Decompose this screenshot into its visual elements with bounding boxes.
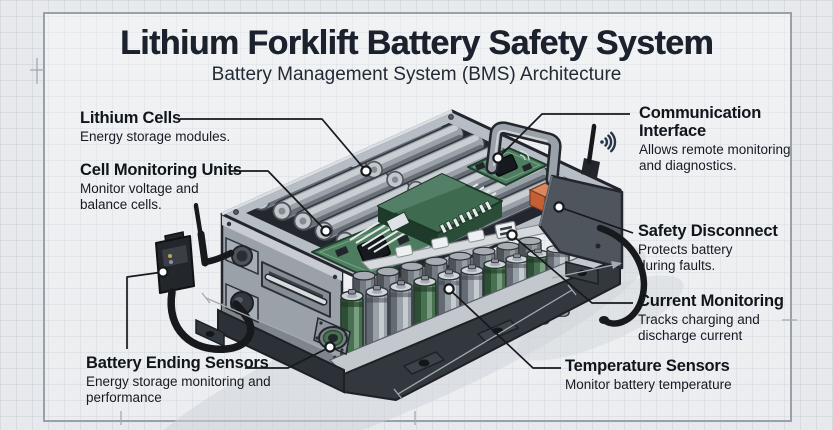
- callout-title: Cell Monitoring Units: [80, 161, 242, 179]
- callout-cell-monitoring-units: Cell Monitoring Units Monitor voltage an…: [80, 161, 242, 213]
- callout-title: Lithium Cells: [80, 109, 181, 127]
- callout-battery-ending-sensors: Battery Ending Sensors Energy storage mo…: [86, 354, 286, 406]
- right-power-cable: [596, 224, 648, 327]
- front-handle-recess: [261, 261, 331, 318]
- callout-title: Current Monitoring: [638, 292, 784, 310]
- callout-safety-disconnect: Safety Disconnect Protects battery durin…: [638, 222, 778, 274]
- callout-title: Communication Interface: [639, 104, 762, 141]
- antenna-left-icon: [193, 203, 209, 267]
- callout-title: Battery Ending Sensors: [86, 354, 269, 372]
- pcb-wifi-silk-icon: [519, 150, 530, 161]
- callout-temperature-sensors: Temperature Sensors Monitor battery temp…: [565, 357, 785, 393]
- leader-safety-disconnect: [558, 206, 634, 234]
- callout-communication-interface: Communication Interface Allows remote mo…: [639, 104, 799, 174]
- callout-desc: Protects battery during faults.: [638, 242, 733, 274]
- leader-battery-ending-1: [126, 271, 164, 349]
- callout-title: Temperature Sensors: [565, 357, 730, 375]
- callout-dots: [157, 152, 565, 353]
- callout-current-monitoring: Current Monitoring Tracks charging and d…: [638, 292, 784, 344]
- leader-cell-monitoring: [229, 170, 327, 232]
- wifi-icon: [600, 131, 617, 153]
- callout-desc: Energy storage modules.: [80, 129, 231, 145]
- leader-lithium-cells: [180, 118, 367, 172]
- callout-desc: Allows remote monitoring and diagnostics…: [639, 142, 791, 174]
- callout-lines: [126, 113, 634, 369]
- sensor-plug: [155, 231, 195, 294]
- leader-battery-ending-2: [245, 346, 331, 369]
- handle-grip: [485, 121, 562, 187]
- power-cable: [167, 288, 255, 353]
- page-title: Lithium Forklift Battery Safety System: [119, 24, 714, 62]
- leader-communication: [497, 113, 630, 159]
- callout-title: Safety Disconnect: [638, 222, 778, 240]
- antenna-cable: [201, 249, 235, 266]
- leader-current-monitoring: [511, 234, 633, 304]
- bms-mainboard: [377, 173, 503, 249]
- callout-desc: Tracks charging and discharge current: [638, 312, 760, 344]
- page-subtitle: Battery Management System (BMS) Architec…: [211, 64, 622, 85]
- callout-desc: Monitor battery temperature: [565, 377, 732, 393]
- antenna-right-icon: [581, 123, 600, 178]
- leader-temperature: [448, 288, 561, 369]
- dimension-lines: [30, 58, 797, 425]
- callout-desc: Energy storage monitoring and performanc…: [86, 374, 271, 406]
- left-io-connectors: [225, 236, 259, 324]
- case-right-wall: [538, 174, 624, 285]
- callout-lithium-cells: Lithium Cells Energy storage modules.: [80, 109, 250, 145]
- callout-desc: Monitor voltage and balance cells.: [80, 181, 199, 213]
